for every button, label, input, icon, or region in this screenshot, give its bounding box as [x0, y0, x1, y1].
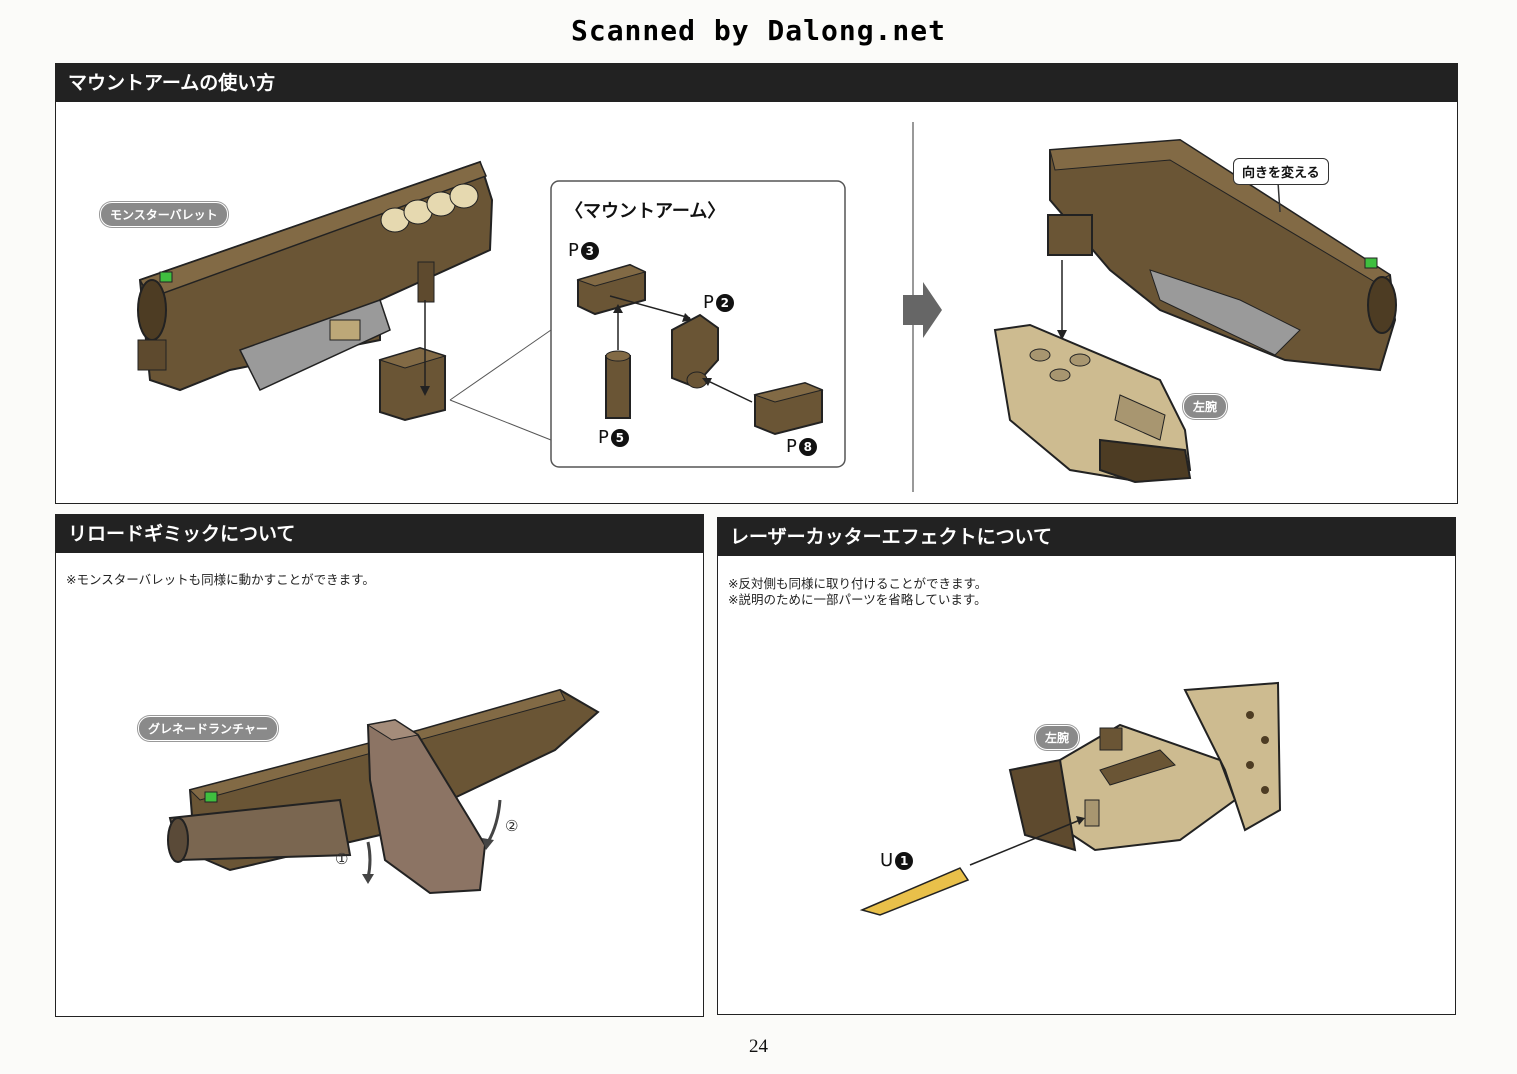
- monster-bullet-assembled-drawing: [1047, 138, 1397, 372]
- left-arm-label-top: 左腕: [1183, 394, 1228, 419]
- monster-bullet-label: モンスターバレット: [100, 202, 228, 227]
- laser-effect-u1: [859, 867, 970, 916]
- part-u1-number: 1: [895, 852, 914, 870]
- part-p5-number: 5: [610, 429, 629, 447]
- part-p8-drawing: [753, 381, 824, 436]
- watermark: Scanned by Dalong.net: [570, 14, 946, 47]
- grenade-launcher-drawing: [167, 688, 600, 895]
- laser-note-1: ※反対側も同様に取り付けることができます。: [728, 576, 988, 591]
- part-p2-drawing: [671, 313, 719, 389]
- left-arm-laser-drawing: [1008, 681, 1282, 852]
- reload-step-2: ②: [505, 817, 519, 835]
- reload-step-1: ①: [335, 850, 349, 868]
- reload-note: ※モンスターバレットも同様に動かすことができます。: [66, 572, 375, 587]
- monster-bullet-drawing: [137, 160, 494, 392]
- part-p2-number: 2: [715, 294, 734, 312]
- mount-arm-title: マウントアームの使い方: [56, 64, 1457, 102]
- grenade-launcher-label: グレネードランチャー: [138, 716, 278, 741]
- page-number: 24: [749, 1036, 768, 1057]
- change-direction-callout: 向きを変える: [1233, 158, 1329, 185]
- left-arm-label-bottom: 左腕: [1035, 725, 1080, 750]
- left-arm-drawing: [993, 323, 1192, 484]
- inset-title: 〈マウントアーム〉: [565, 201, 726, 222]
- next-arrow: [903, 282, 942, 338]
- reload-title: リロードギミックについて: [56, 515, 703, 553]
- mount-arm-piece-left: [378, 346, 447, 422]
- laser-note-2: ※説明のために一部パーツを省略しています。: [728, 592, 987, 607]
- part-p3-number: 3: [580, 242, 599, 260]
- laser-title: レーザーカッターエフェクトについて: [718, 518, 1455, 556]
- part-p5-drawing: [605, 350, 631, 419]
- part-p8-number: 8: [798, 438, 817, 456]
